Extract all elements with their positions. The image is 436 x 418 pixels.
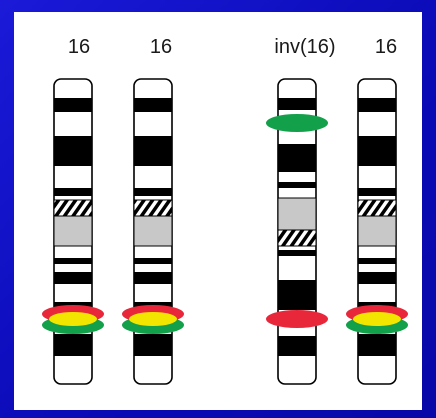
yellow-fusion-signal — [49, 312, 97, 326]
chromosome-2-normal — [122, 78, 184, 385]
yellow-fusion-signal — [129, 312, 177, 326]
chromosome-label-4: 16 — [374, 36, 398, 58]
red-probe-signal — [266, 310, 328, 328]
chromosome-4-normal — [346, 78, 408, 385]
yellow-fusion-signal — [353, 312, 401, 326]
chromosome-label-2: 16 — [149, 36, 173, 58]
chromosome-1-normal — [42, 78, 104, 385]
green-probe-signal — [266, 114, 328, 132]
chromosome-label-3: inv(16) — [274, 36, 336, 58]
chromosome-label-1: 16 — [67, 36, 91, 58]
chromosome-3-inversion — [266, 78, 328, 385]
